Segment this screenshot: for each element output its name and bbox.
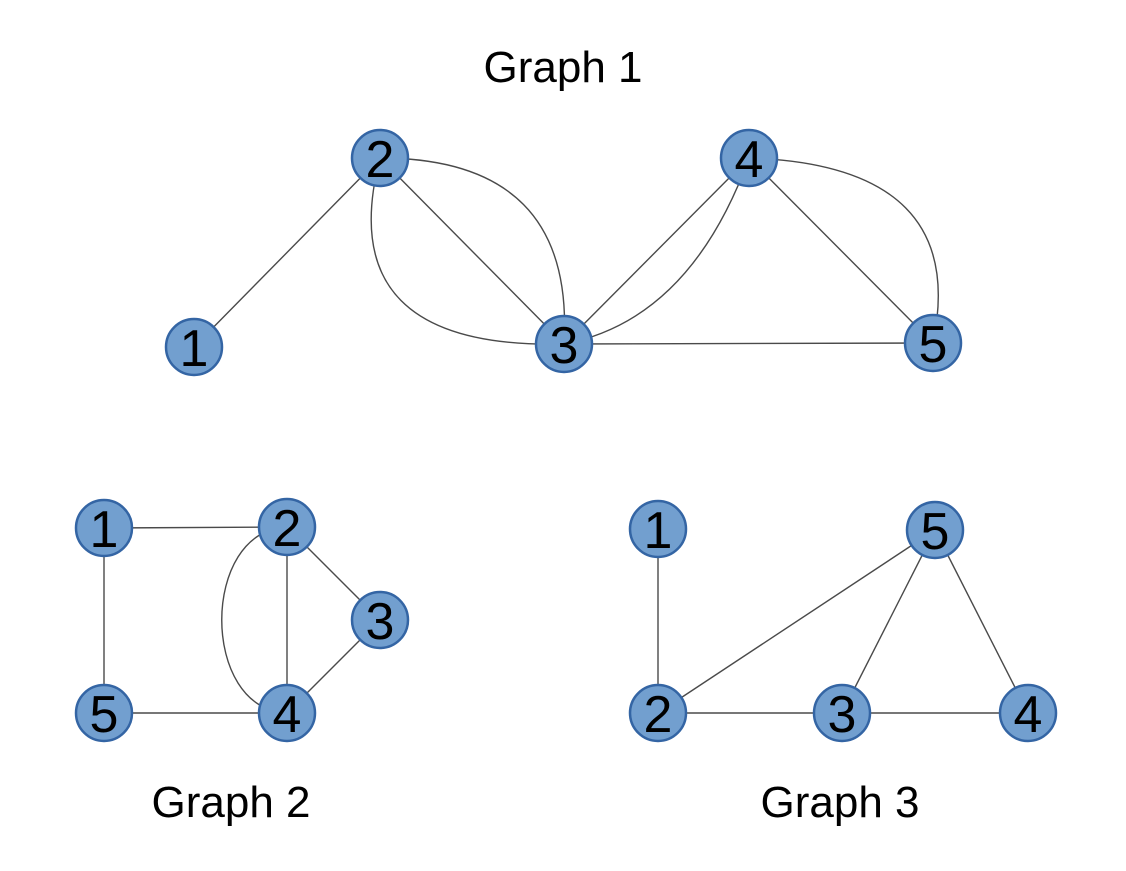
graph-3-edge-4-5 (934, 529, 1029, 714)
node-label: 4 (735, 131, 764, 189)
node-label: 2 (644, 686, 673, 744)
node-label: 4 (1014, 686, 1043, 744)
graph-1-edge-3-4 (563, 157, 750, 345)
node-label: 3 (366, 593, 395, 651)
graph-3-node-4: 4 (998, 683, 1058, 744)
node-label: 4 (273, 686, 302, 744)
node-label: 1 (180, 320, 209, 378)
graph-2-title: Graph 2 (152, 778, 311, 827)
node-label: 3 (828, 686, 857, 744)
graph-1: 1 2 3 4 5 Graph 1 (164, 43, 963, 378)
node-circle (350, 590, 410, 650)
node-circle (257, 683, 317, 743)
graph-1-edge-4-5 (748, 157, 934, 344)
node-circle (719, 128, 779, 188)
node-circle (74, 683, 134, 743)
graph-2-node-3: 3 (350, 590, 410, 651)
node-label: 1 (644, 502, 673, 560)
node-circle (350, 128, 410, 188)
graph-1-edge-2-3-parallel-2 (370, 157, 565, 345)
node-label: 2 (366, 131, 395, 189)
graph-1-node-1: 1 (164, 317, 224, 378)
graph-3-edge-3-5 (841, 529, 936, 714)
graph-1-title: Graph 1 (484, 43, 643, 92)
node-circle (534, 314, 594, 374)
graph-2-edge-2-4-parallel-1 (221, 526, 288, 714)
graph-1-node-5: 5 (903, 313, 963, 374)
node-label: 5 (919, 316, 948, 374)
graph-2-node-5: 5 (74, 683, 134, 744)
graph-2-edge-1-2 (103, 526, 288, 529)
graph-2-node-4: 4 (257, 683, 317, 744)
node-circle (812, 683, 872, 743)
graph-1-node-2: 2 (350, 128, 410, 189)
graph-3-node-1: 1 (628, 499, 688, 560)
graph-1-edge-2-3 (379, 157, 565, 345)
node-label: 1 (90, 501, 119, 559)
node-circle (164, 317, 224, 377)
node-circle (998, 683, 1058, 743)
graph-3-node-3: 3 (812, 683, 872, 744)
graph-1-edge-2-3-parallel-1 (379, 157, 566, 345)
graph-1-edge-4-3 (563, 157, 750, 345)
graph-3-edge-2-5 (657, 529, 936, 714)
node-label: 5 (90, 686, 119, 744)
node-circle (74, 498, 134, 558)
node-circle (628, 499, 688, 559)
graph-1-edge-4-5-parallel-1 (748, 157, 939, 344)
graph-3-title: Graph 3 (761, 778, 920, 827)
graph-1-node-4: 4 (719, 128, 779, 189)
node-label: 3 (550, 317, 579, 375)
graph-1-edge-3-5 (563, 342, 934, 345)
node-circle (628, 683, 688, 743)
graph-2-node-1: 1 (74, 498, 134, 559)
graph-1-node-3: 3 (534, 314, 594, 375)
node-circle (257, 497, 317, 557)
graph-2-node-2: 2 (257, 497, 317, 558)
node-circle (903, 313, 963, 373)
node-label: 2 (273, 500, 302, 558)
graph-1-edge-1-2 (193, 157, 381, 348)
graph-3-node-2: 2 (628, 683, 688, 744)
graph-3-node-5: 5 (905, 500, 965, 561)
node-label: 5 (921, 503, 950, 561)
node-circle (905, 500, 965, 560)
